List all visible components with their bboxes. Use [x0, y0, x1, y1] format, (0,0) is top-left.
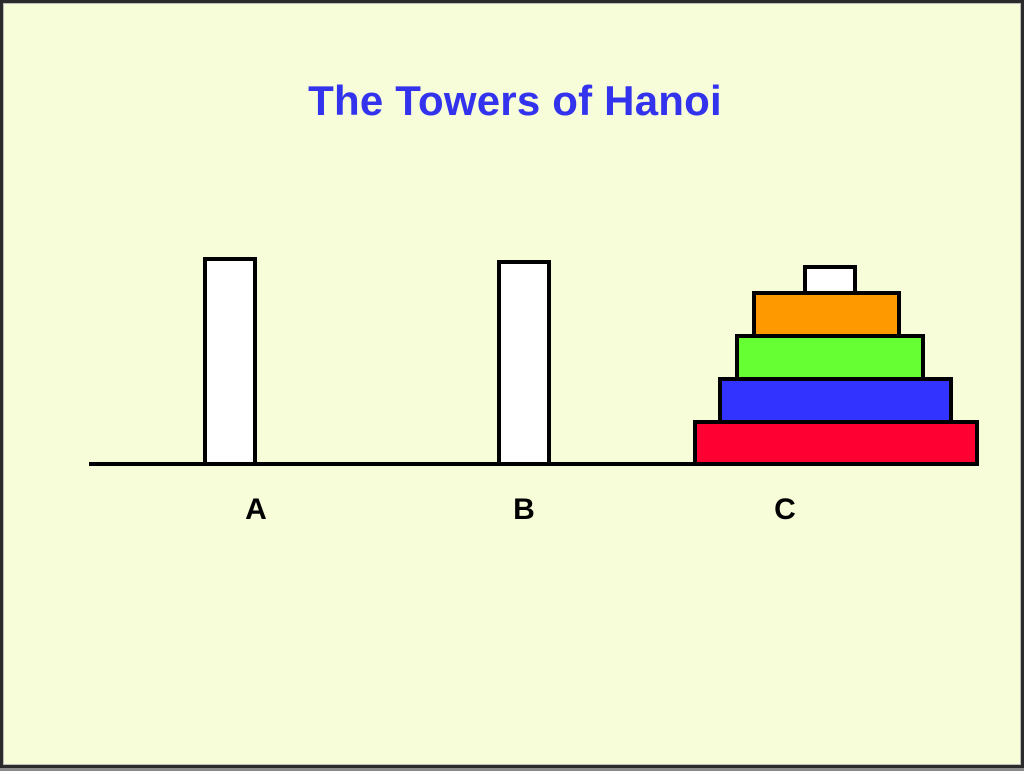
disk-green	[735, 334, 925, 381]
peg-b	[497, 260, 551, 466]
peg-label-a: A	[245, 493, 267, 526]
peg-label-b: B	[513, 493, 535, 526]
disk-red	[693, 420, 979, 466]
slide-title: The Towers of Hanoi	[308, 77, 722, 124]
disk-blue	[718, 377, 953, 424]
peg-label-c: C	[774, 493, 796, 526]
towers-diagram: A B C	[89, 257, 979, 526]
disk-orange	[752, 291, 901, 338]
peg-a	[203, 257, 257, 466]
